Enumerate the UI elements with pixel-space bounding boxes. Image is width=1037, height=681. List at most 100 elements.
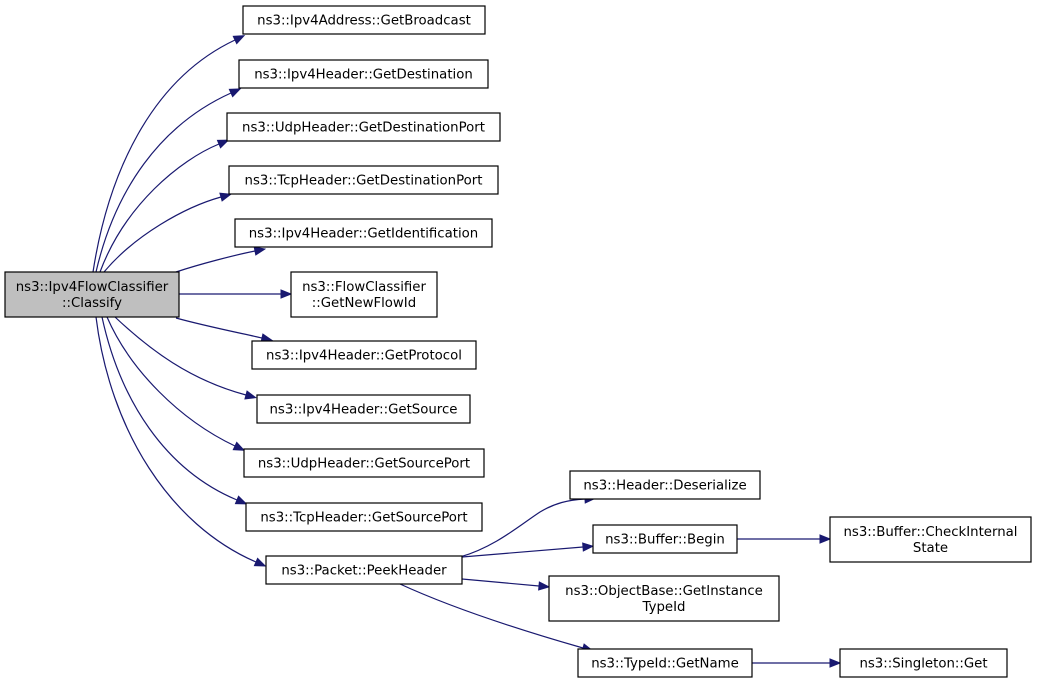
node-bufferbegin[interactable]: ns3::Buffer::Begin	[592, 524, 738, 554]
node-classify[interactable]: ns3::Ipv4FlowClassifier::Classify	[4, 271, 180, 318]
node-deserialize[interactable]: ns3::Header::Deserialize	[569, 470, 761, 500]
arrow-head-icon	[219, 192, 232, 202]
edge-line	[175, 317, 263, 339]
node-label: State	[913, 541, 948, 556]
node-label: ns3::Ipv4FlowClassifier	[16, 280, 169, 295]
edge-classify-to-getsource	[114, 316, 257, 400]
node-label: ns3::Ipv4Header::GetDestination	[254, 68, 473, 83]
node-label: ns3::Ipv4Header::GetSource	[270, 403, 458, 418]
edge-typeidgetname-to-singletonget	[752, 658, 842, 668]
node-label: ns3::FlowClassifier	[302, 280, 426, 295]
node-box[interactable]	[569, 470, 761, 500]
edge-line	[461, 578, 540, 587]
edge-line	[461, 546, 584, 558]
node-label: ns3::UdpHeader::GetDestinationPort	[242, 121, 485, 136]
node-getsource[interactable]: ns3::Ipv4Header::GetSource	[256, 394, 471, 424]
node-label: ns3::Buffer::Begin	[605, 533, 725, 548]
node-box[interactable]	[548, 575, 780, 622]
node-label: ns3::Ipv4Header::GetIdentification	[249, 227, 479, 242]
node-udpgetsrcport[interactable]: ns3::UdpHeader::GetSourcePort	[243, 448, 485, 478]
arrow-head-icon	[253, 246, 267, 256]
node-label: ns3::ObjectBase::GetInstance	[565, 584, 763, 599]
edge-bufferbegin-to-checkinternal	[737, 534, 832, 544]
edge-classify-to-getprotocol	[175, 317, 274, 343]
edge-line	[106, 316, 236, 447]
node-label: TypeId	[642, 600, 686, 615]
arrow-head-icon	[232, 441, 246, 451]
node-getbroadcast[interactable]: ns3::Ipv4Address::GetBroadcast	[242, 5, 486, 35]
node-box[interactable]	[234, 218, 493, 248]
node-label: ns3::Ipv4Header::GetProtocol	[266, 349, 462, 364]
arrow-head-icon	[538, 581, 551, 591]
arrow-head-icon	[280, 289, 293, 299]
edge-classify-to-udpgetdestport	[99, 139, 230, 273]
edge-classify-to-getnewflowid	[179, 289, 293, 299]
node-box[interactable]	[592, 524, 738, 554]
edge-classify-to-getdestination	[95, 88, 242, 273]
edge-classify-to-getidentification	[175, 246, 267, 273]
node-label: ns3::TypeId::GetName	[591, 657, 739, 672]
arrow-head-icon	[216, 139, 230, 149]
edge-line	[92, 39, 236, 273]
edge-classify-to-peekheader	[95, 316, 267, 567]
node-box[interactable]	[245, 502, 483, 532]
arrow-head-icon	[582, 542, 595, 552]
edge-line	[101, 316, 238, 501]
node-label: ::Classify	[62, 296, 122, 311]
node-box[interactable]	[238, 59, 489, 89]
edge-classify-to-getbroadcast	[92, 35, 246, 273]
node-getprotocol[interactable]: ns3::Ipv4Header::GetProtocol	[251, 340, 477, 370]
node-getidentification[interactable]: ns3::Ipv4Header::GetIdentification	[234, 218, 493, 248]
node-label: ::GetNewFlowId	[312, 296, 416, 311]
edge-line	[103, 196, 222, 273]
node-label: ns3::UdpHeader::GetSourcePort	[258, 457, 470, 472]
node-box[interactable]	[226, 112, 501, 142]
node-udpgetdestport[interactable]: ns3::UdpHeader::GetDestinationPort	[226, 112, 501, 142]
edge-line	[114, 316, 247, 396]
arrow-head-icon	[829, 658, 842, 668]
node-tcpgetdestport[interactable]: ns3::TcpHeader::GetDestinationPort	[228, 165, 499, 195]
node-box[interactable]	[839, 648, 1008, 678]
node-singletonget[interactable]: ns3::Singleton::Get	[839, 648, 1008, 678]
arrow-head-icon	[234, 495, 248, 505]
node-box[interactable]	[228, 165, 499, 195]
edge-line	[459, 498, 586, 558]
node-getdestination[interactable]: ns3::Ipv4Header::GetDestination	[238, 59, 489, 89]
edge-peekheader-to-getinstancetypeid	[461, 578, 551, 591]
arrow-head-icon	[253, 557, 267, 567]
node-box[interactable]	[242, 5, 486, 35]
arrow-head-icon	[228, 88, 242, 98]
edge-peekheader-to-bufferbegin	[461, 542, 595, 558]
node-label: ns3::TcpHeader::GetDestinationPort	[245, 174, 483, 189]
edge-line	[99, 143, 220, 273]
edge-line	[95, 92, 232, 273]
node-peekheader[interactable]: ns3::Packet::PeekHeader	[265, 555, 463, 585]
node-box[interactable]	[243, 448, 485, 478]
edge-classify-to-udpgetsrcport	[106, 316, 246, 451]
arrow-head-icon	[819, 534, 832, 544]
node-box[interactable]	[577, 648, 753, 678]
arrow-head-icon	[232, 35, 246, 45]
edge-classify-to-tcpgetdestport	[103, 192, 232, 273]
edge-line	[399, 583, 584, 649]
edge-line	[175, 250, 256, 273]
arrow-head-icon	[244, 390, 257, 400]
nodes-layer: ns3::Ipv4FlowClassifier::Classifyns3::Ip…	[4, 5, 1032, 678]
node-box[interactable]	[290, 271, 438, 318]
node-typeidgetname[interactable]: ns3::TypeId::GetName	[577, 648, 753, 678]
node-label: ns3::Buffer::CheckInternal	[843, 525, 1017, 540]
node-label: ns3::Packet::PeekHeader	[281, 564, 447, 579]
node-box[interactable]	[265, 555, 463, 585]
node-getnewflowid[interactable]: ns3::FlowClassifier::GetNewFlowId	[290, 271, 438, 318]
node-box[interactable]	[256, 394, 471, 424]
node-tcpgetsrcport[interactable]: ns3::TcpHeader::GetSourcePort	[245, 502, 483, 532]
node-box[interactable]	[829, 516, 1032, 563]
node-box[interactable]	[4, 271, 180, 318]
node-label: ns3::Ipv4Address::GetBroadcast	[257, 14, 471, 29]
node-label: ns3::Singleton::Get	[859, 657, 987, 672]
edge-line	[95, 316, 257, 563]
node-box[interactable]	[251, 340, 477, 370]
